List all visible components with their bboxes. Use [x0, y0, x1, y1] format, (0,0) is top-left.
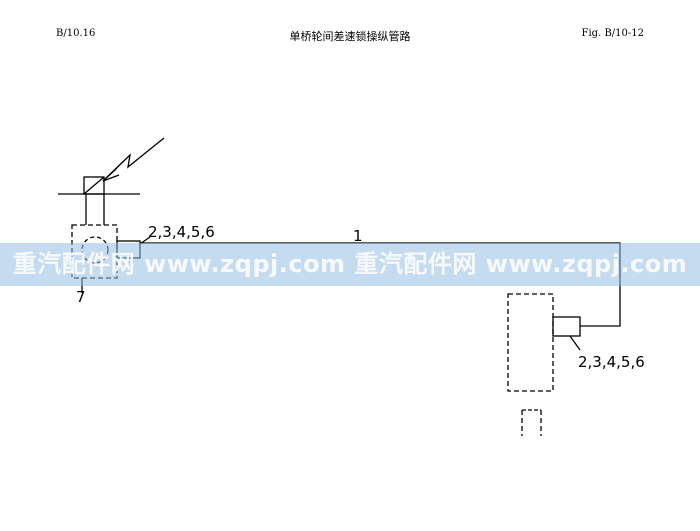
cylinder-body	[507, 293, 554, 436]
label-valve: 7	[76, 288, 86, 306]
bottom-connector	[552, 316, 581, 351]
page-title: 单桥轮间差速锁操纵管路	[289, 30, 411, 43]
label-pipe-line: 1	[353, 227, 363, 245]
control-lever-symbol	[58, 137, 165, 225]
header-figure-number: Fig. B/10-12	[581, 28, 644, 39]
label-top-connector: 2,3,4,5,6	[148, 223, 215, 241]
watermark-band	[0, 243, 700, 286]
header-figure-section: B/10.16	[56, 28, 96, 39]
label-bottom-connector: 2,3,4,5,6	[578, 353, 645, 371]
watermark-text: 重汽配件网 www.zqpj.com 重汽配件网 www.zqpj.com	[12, 250, 688, 278]
